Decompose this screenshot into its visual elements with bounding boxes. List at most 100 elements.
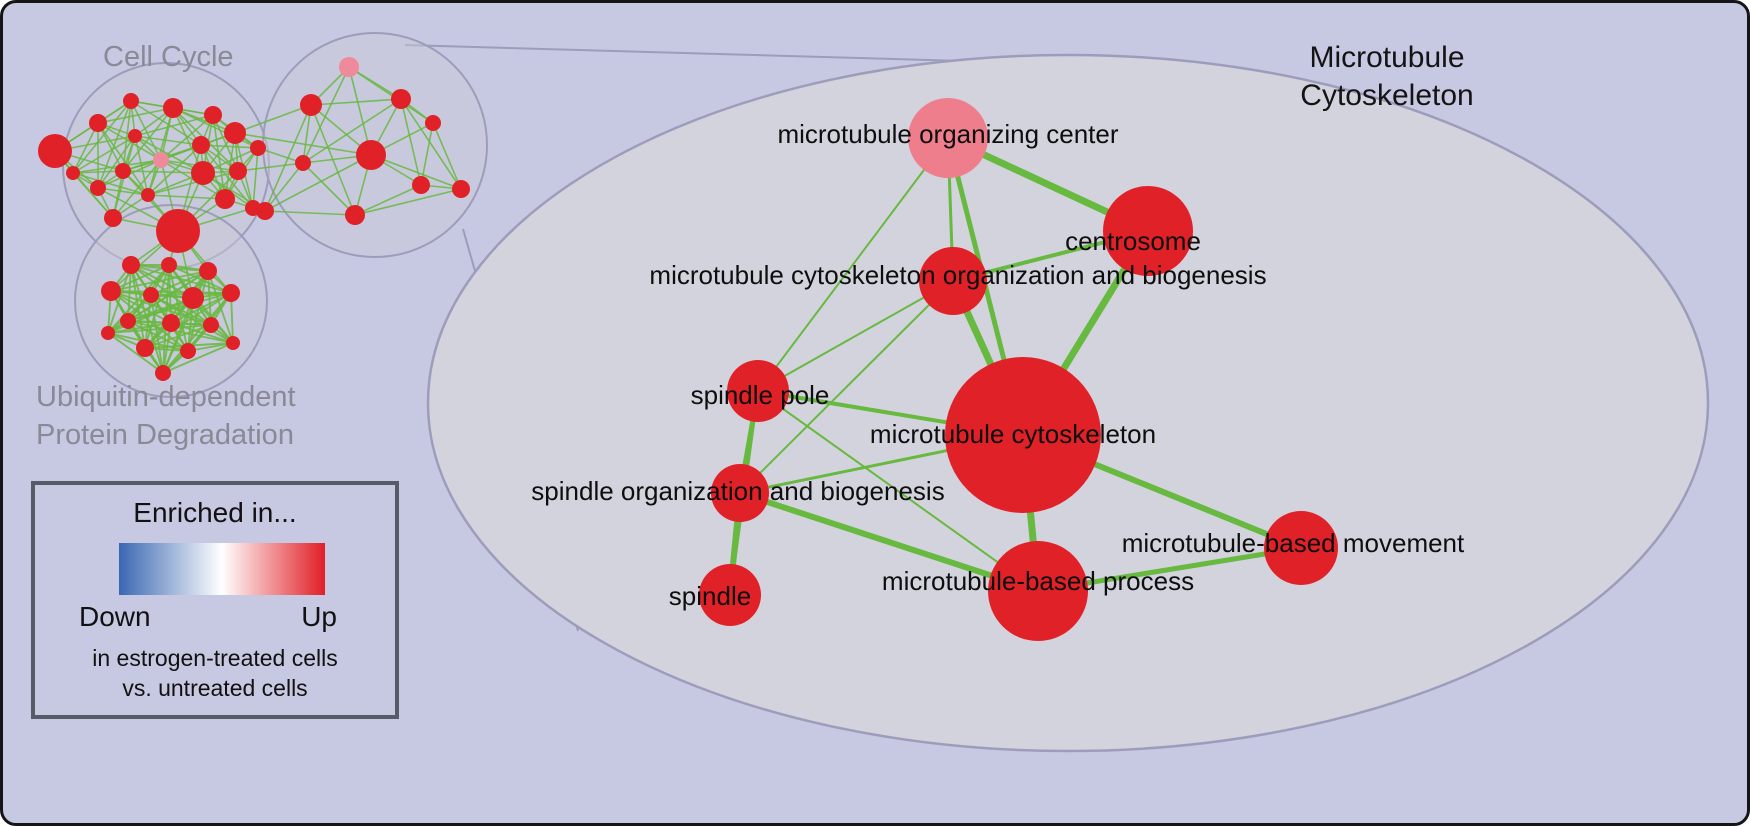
overview-node[interactable] [136,339,154,357]
overview-node[interactable] [229,162,247,180]
overview-node[interactable] [115,163,131,179]
overview-node[interactable] [250,140,266,156]
overview-edge [107,264,170,334]
zoom-node-moc[interactable] [908,98,988,178]
overview-node[interactable] [101,326,115,340]
overview-node[interactable] [89,114,107,132]
zoom-node-label-moc: microtubule organizing center [777,119,1118,149]
zoom-node-mcob[interactable] [919,247,987,315]
overview-edge [150,294,164,374]
overview-node[interactable] [66,166,80,180]
overview-node[interactable] [345,205,365,225]
overview-edge [97,122,149,196]
overview-node[interactable] [162,314,180,332]
overview-node[interactable] [203,317,219,333]
overview-edge [107,324,212,334]
overview-node[interactable] [356,140,386,170]
zoom-node-spole[interactable] [727,360,789,422]
overview-node[interactable] [182,287,204,309]
overview-edge [147,194,226,200]
overview-node[interactable] [412,176,430,194]
overview-node[interactable] [295,155,311,171]
zoom-node-label-spindle: spindle [669,581,751,611]
overview-node[interactable] [120,313,136,329]
overview-node[interactable] [222,284,240,302]
zoom-edge-mcob-sorg [739,280,954,494]
cluster-label-ubiquitin-line1: Ubiquitin-dependent [36,381,296,413]
overview-edge [302,66,350,164]
overview-edge [234,104,312,134]
overview-edge [72,172,114,219]
cluster-label-microtubule: Microtubule Cytoskeleton [1267,39,1507,114]
overview-node[interactable] [339,57,359,77]
overview-edge [122,107,174,172]
overview-edge [348,66,434,124]
zoom-node-mcyto[interactable] [945,357,1101,513]
overview-edge [134,114,214,137]
overview-edge [237,162,304,172]
overview-node[interactable] [204,106,222,124]
overview-node[interactable] [452,180,470,198]
overview-edge [252,147,259,209]
zoom-node-sorg[interactable] [711,464,769,522]
overview-node[interactable] [104,209,122,227]
overview-edge [302,162,356,216]
overview-edge [354,188,462,216]
overview-edge [160,114,214,161]
overview-node[interactable] [180,343,196,359]
overview-edge [97,100,132,189]
overview-node[interactable] [192,136,210,154]
overview-edge [112,159,162,219]
overview-edge [147,107,174,196]
legend-gradient-bar [119,543,325,595]
overview-node[interactable] [153,152,169,168]
overview-node[interactable] [90,180,106,196]
zoom-node-mmove[interactable] [1264,511,1338,585]
cluster-label-cell-cycle: Cell Cycle [103,41,234,73]
overview-edge [107,332,164,374]
overview-node[interactable] [155,365,171,381]
overview-edge [302,98,402,164]
overview-edge [130,100,202,146]
overview-node[interactable] [101,281,121,301]
overview-node[interactable] [300,94,322,116]
overview-node[interactable] [156,209,200,253]
zoom-node-label-sorg: spindle organization and biogenesis [531,476,944,506]
overview-edge [400,98,422,186]
overview-node[interactable] [38,134,72,168]
overview-edge [97,122,124,172]
overview-node[interactable] [256,202,274,220]
legend-caption-line2: vs. untreated cells [122,675,308,701]
overview-edge [348,66,372,156]
zoom-node-label-spole: spindle pole [691,380,830,410]
overview-node[interactable] [224,122,246,144]
overview-node[interactable] [391,89,411,109]
overview-edge [370,154,462,190]
zoom-node-label-mmove: microtubule-based movement [1122,528,1465,558]
zoom-node-centrosome[interactable] [1103,186,1193,276]
overview-edge [162,342,234,374]
zoom-node-mproc[interactable] [988,541,1088,641]
overview-node[interactable] [143,287,159,303]
overview-node[interactable] [226,336,240,350]
legend-box: Enriched in... Down Up in estrogen-treat… [31,481,399,719]
overview-node[interactable] [122,256,140,274]
overview-edge [97,187,149,196]
overview-node[interactable] [141,188,155,202]
zoom-node-spindle[interactable] [699,564,761,626]
overview-edge [264,154,372,212]
overview-node[interactable] [215,189,235,209]
legend-caption-line1: in estrogen-treated cells [92,645,338,671]
zoom-node-label-mcyto: microtubule cytoskeleton [870,419,1156,449]
overview-node[interactable] [128,129,142,143]
overview-edge [134,135,204,174]
overview-node[interactable] [163,98,183,118]
overview-node[interactable] [199,262,217,280]
overview-edge [122,170,204,174]
overview-node[interactable] [123,93,139,109]
overview-node[interactable] [425,115,441,131]
overview-node[interactable] [161,257,177,273]
overview-node[interactable] [191,161,215,185]
overview-edge [212,114,239,172]
